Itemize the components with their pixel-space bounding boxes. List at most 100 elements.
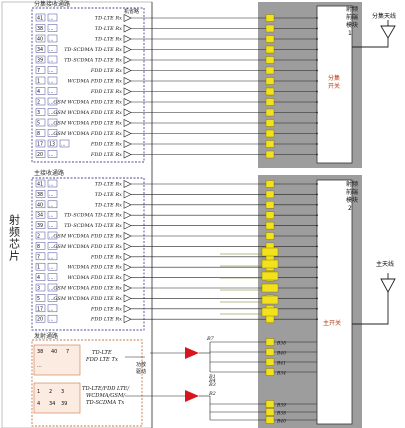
filter-tag: B41 [276, 361, 286, 367]
svg-text:分集: 分集 [328, 74, 340, 82]
main-antenna-label: 主天线 [376, 260, 394, 268]
rx-row-label: GSM WCDMA FDD LTE Rx [53, 244, 122, 250]
port-box [47, 76, 58, 85]
lna-icon [123, 150, 132, 159]
tx-group2-label: TD-LTE/FDD LTE/ WCDMA/GSM/ TD-SCDMA Tx [82, 386, 130, 406]
port-label: 8 [37, 131, 40, 137]
rx-row-label: TD-LTE Rx [95, 37, 122, 43]
port-box [35, 87, 46, 95]
svg-text:WCDMA/GSM/: WCDMA/GSM/ [86, 393, 126, 399]
port-label: ... [49, 287, 54, 292]
rx-row-label: GSM WCDMA FDD LTE Rx [53, 296, 122, 302]
diversity-switch-box [316, 5, 353, 164]
port-label: ... [49, 48, 54, 53]
port-label: 20 [37, 317, 43, 323]
port-label: 8 [37, 244, 40, 250]
diversity-antenna-label: 分集天线 [372, 12, 396, 20]
port-label: ... [49, 17, 54, 22]
port-box [47, 66, 58, 74]
switch-node [316, 224, 318, 227]
rx-row-label: GSM WCDMA FDD LTE Rx [53, 234, 122, 240]
rx-row-label: TD-LTE Rx [95, 192, 122, 198]
rx-row-label: WCDMA FDD LTE Rx [68, 275, 123, 281]
port-label: 41 [37, 182, 43, 188]
duplexer-block [261, 295, 279, 305]
module-2-signal-lines [209, 247, 317, 424]
port-label: ... [49, 153, 54, 158]
port-box [47, 262, 58, 271]
port-box [35, 252, 46, 261]
diversity-antenna-icon [352, 20, 396, 48]
port-box [35, 24, 46, 32]
port-box [35, 129, 46, 137]
port-box [47, 304, 58, 313]
rx-row-label: TD-SCDMA TD-LTE Rx [64, 58, 122, 64]
svg-text:TD-SCDMA Tx: TD-SCDMA Tx [86, 400, 124, 406]
port-label: 1 [37, 265, 40, 271]
switch-node [316, 307, 318, 310]
port-box [47, 190, 58, 198]
port-label: 34 [37, 47, 43, 53]
rx-row-label: GSM WCDMA FDD LTE Rx [53, 121, 122, 127]
tx-filter-block [265, 348, 275, 356]
main-switch-box [316, 179, 353, 425]
port-label: ... [49, 214, 54, 219]
switch-node [316, 90, 318, 93]
rx-row-label: FDD LTE Rx [90, 152, 122, 158]
port-box [47, 87, 58, 95]
port-box [35, 200, 46, 209]
switch-node [316, 122, 318, 124]
port-box [47, 24, 58, 32]
rx-row-label: TD-SCDMA TD-LTE Rx [64, 223, 122, 229]
port-box [35, 231, 46, 240]
rf-module-2-title: 射频 前端 模块 2 [346, 180, 358, 212]
port-label: ... [49, 307, 54, 312]
port-box [47, 34, 58, 43]
svg-text:前端: 前端 [346, 13, 358, 21]
port-box [47, 221, 58, 229]
lna-icon [123, 211, 132, 220]
port-box [47, 294, 58, 302]
tx-pa-amplifier-1 [125, 347, 210, 359]
port-label: 39 [37, 223, 43, 229]
switch-node [316, 111, 318, 114]
rx-annotation: 机省略 [124, 8, 139, 15]
port-label: ... [49, 122, 54, 127]
port-box [35, 139, 46, 148]
port-label: ... [49, 297, 54, 302]
lna-icon [123, 190, 132, 199]
port-label: ... [49, 224, 54, 229]
switch-node [316, 80, 318, 82]
rx-main-title: 主接收通路 [34, 169, 64, 177]
port-label: 40 [37, 37, 43, 43]
port-label: 4 [37, 89, 40, 95]
rx-row-label: TD-LTE Rx [95, 202, 122, 208]
filter-block [265, 56, 275, 64]
switch-node [316, 276, 318, 279]
port-box [47, 231, 58, 240]
port-label: 4 [37, 275, 40, 281]
port-label: 38 [37, 26, 43, 32]
diversity-switch-label: 分集 开关 [328, 74, 340, 90]
lna-icon [123, 129, 132, 138]
port-box [47, 210, 58, 219]
switch-node [316, 48, 318, 51]
svg-text:4: 4 [37, 401, 40, 407]
rx-diversity-group [31, 7, 145, 163]
tx-group1-ports: 38 40 7 ... [37, 349, 69, 369]
filter-block [265, 77, 275, 85]
lna-icon [123, 284, 132, 292]
filter-block [265, 150, 275, 159]
svg-text:射频: 射频 [346, 5, 358, 13]
filter-block [265, 108, 275, 117]
port-box [35, 262, 46, 271]
lna-icon [123, 14, 132, 22]
filter-block [265, 87, 275, 96]
port-label: ... [49, 90, 54, 95]
lna-icon [123, 221, 132, 230]
port-label: ... [49, 38, 54, 43]
tx-filter-block [265, 358, 275, 366]
port-box [47, 45, 58, 53]
